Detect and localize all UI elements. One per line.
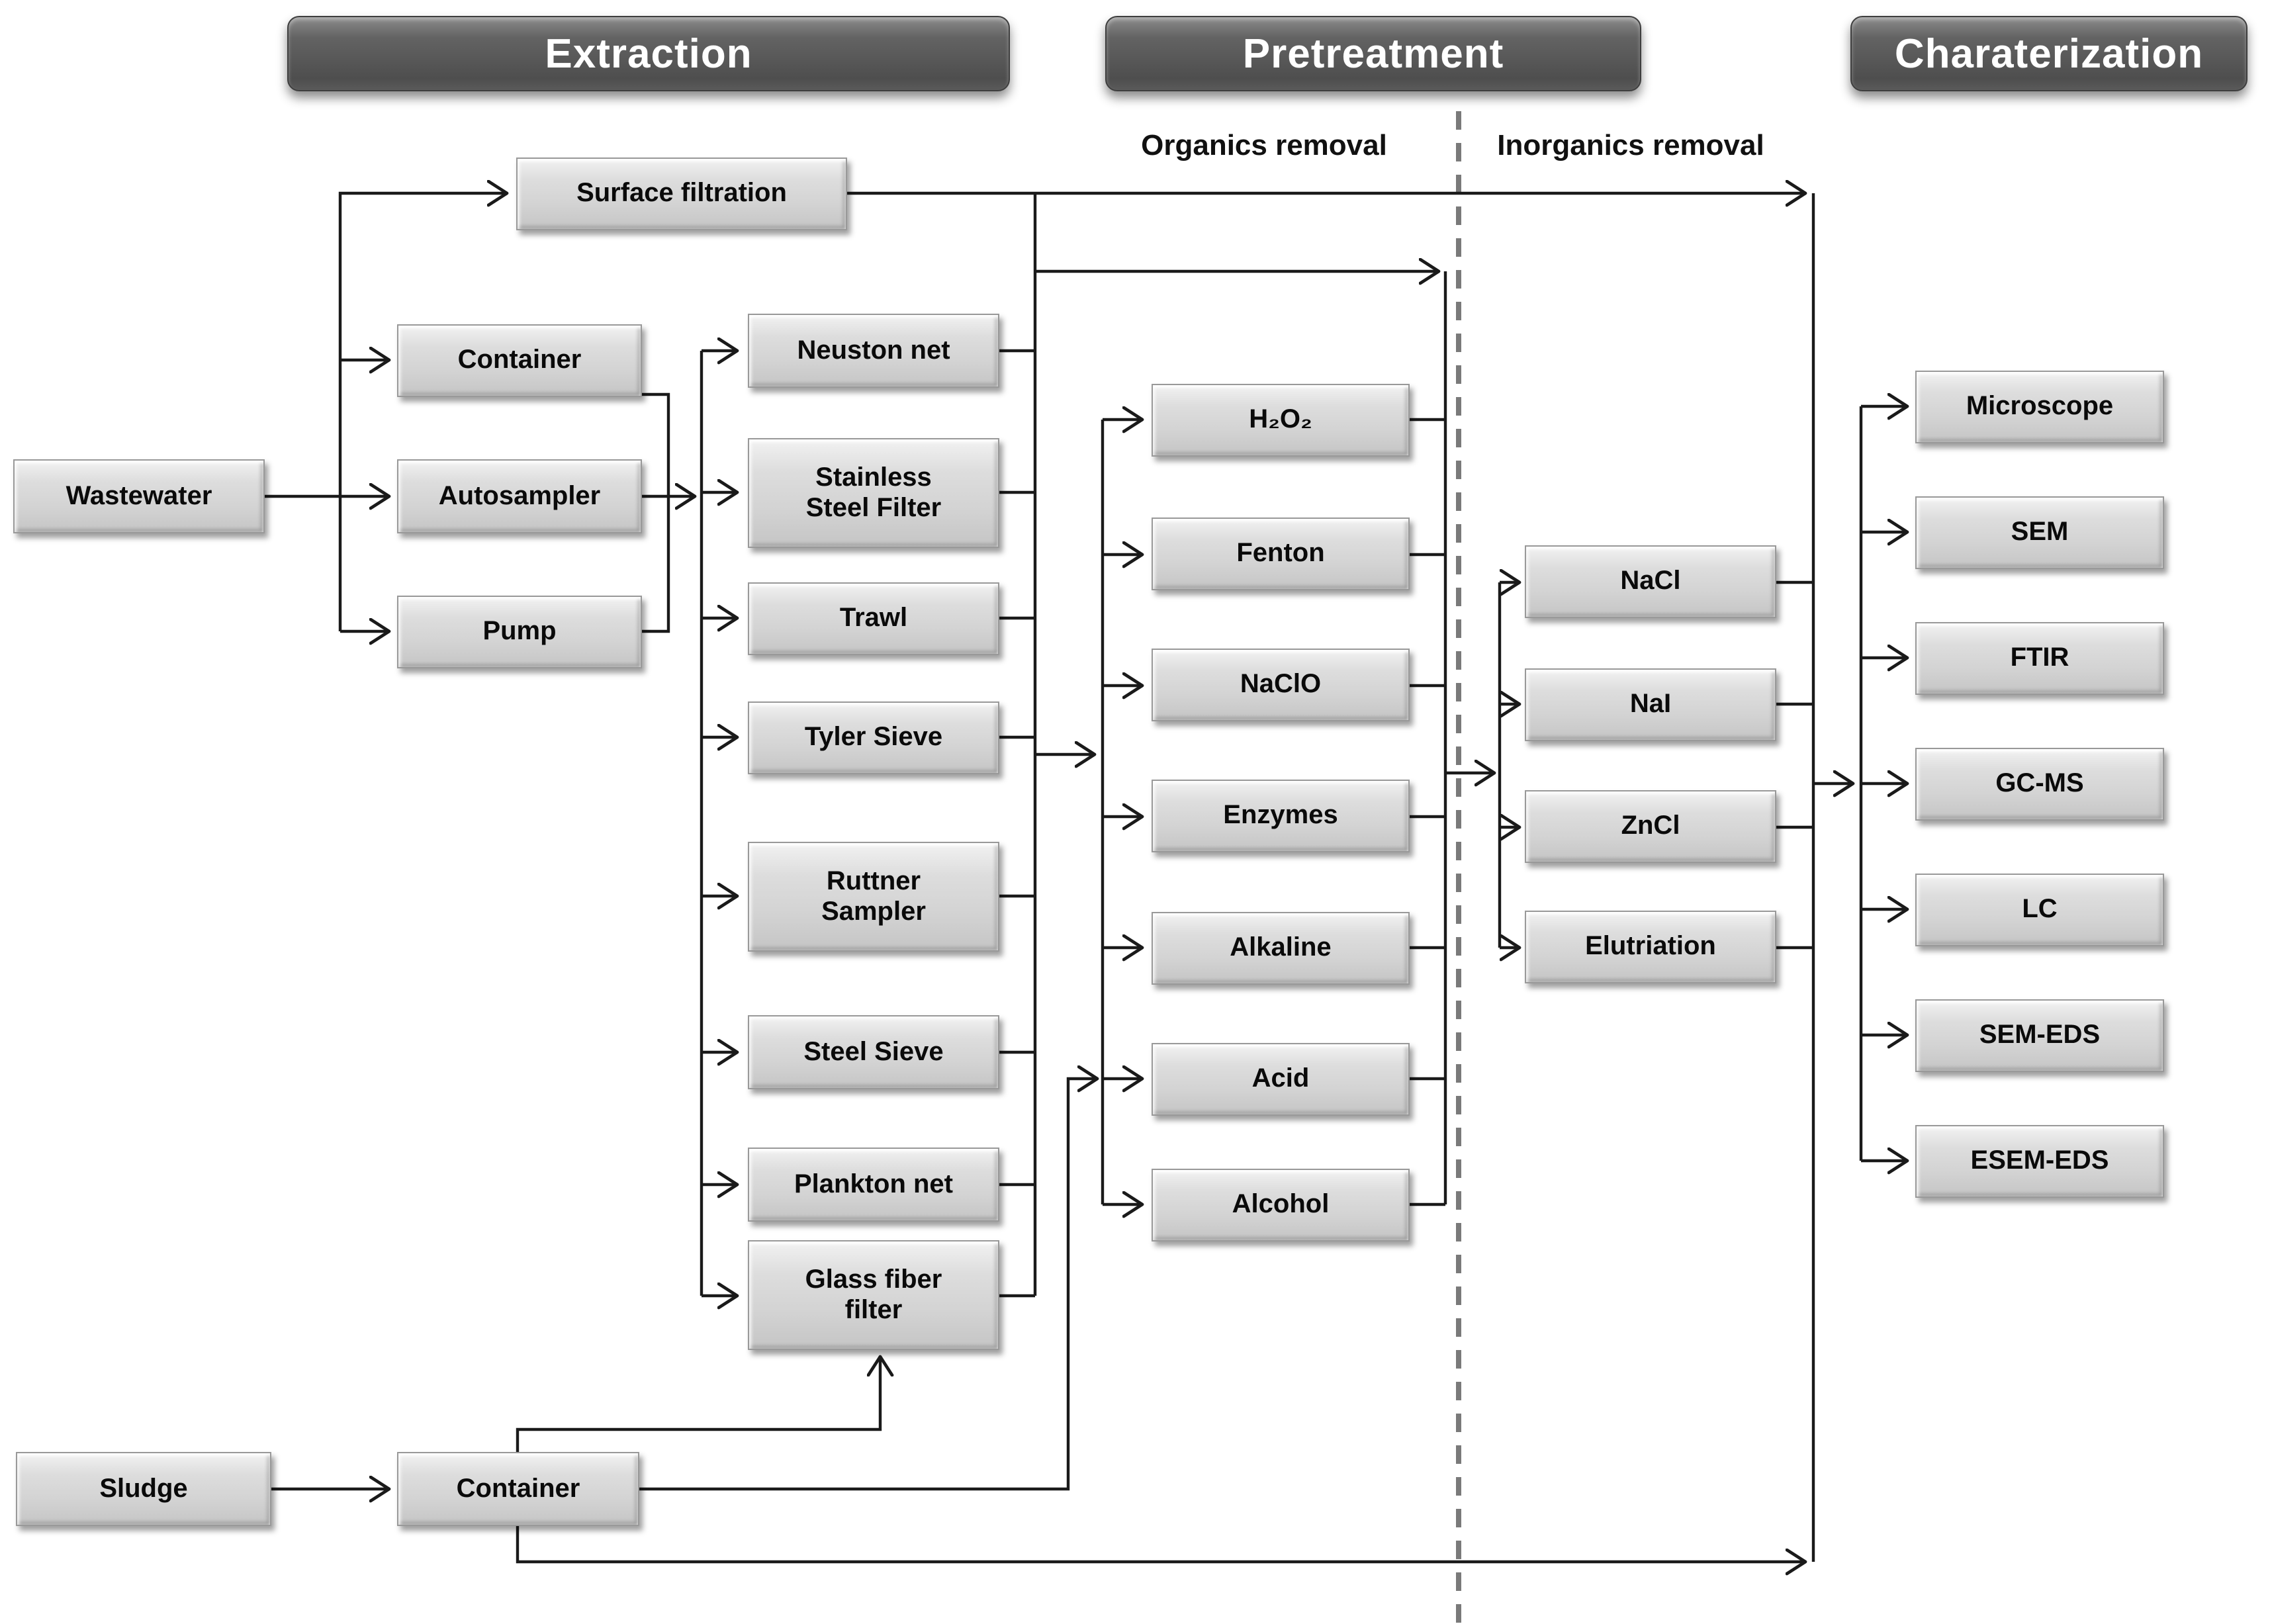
pump-box: Pump [397, 596, 642, 668]
nai-box: NaI [1525, 668, 1776, 741]
connector-sludge-container-to-glass-fiber [516, 1358, 880, 1452]
wastewater-box: Wastewater [13, 459, 265, 533]
tyler-sieve-box: Tyler Sieve [748, 701, 999, 774]
connector-branch-to-surface-filtration [338, 193, 506, 631]
neuston-net-box: Neuston net [748, 314, 999, 388]
acid-box: Acid [1152, 1043, 1410, 1116]
label-organics-removal: Organics removal [1141, 128, 1387, 161]
ftir-box: FTIR [1915, 622, 2164, 695]
autosampler-box: Autosampler [397, 459, 642, 533]
zncl-box: ZnCl [1525, 790, 1776, 863]
nacl-box: NaCl [1525, 545, 1776, 618]
glass-fiber-filter-box: Glass fiber filter [748, 1240, 999, 1350]
naclo-box: NaClO [1152, 649, 1410, 721]
alcohol-box: Alcohol [1152, 1169, 1410, 1241]
header-pretreatment: Pretreatment [1105, 16, 1641, 91]
semeds-box: SEM-EDS [1915, 999, 2164, 1072]
ruttner-sampler-box: Ruttner Sampler [748, 842, 999, 952]
sem-box: SEM [1915, 496, 2164, 569]
sludge-box: Sludge [16, 1452, 271, 1526]
lc-box: LC [1915, 874, 2164, 946]
header-extraction: Extraction [287, 16, 1010, 91]
surface-filtration-box: Surface filtration [516, 158, 847, 230]
container-box: Container [397, 324, 642, 397]
plankton-net-box: Plankton net [748, 1148, 999, 1222]
connector-sampler-merge [642, 392, 670, 633]
stainless-steel-filter-box: Stainless Steel Filter [748, 438, 999, 548]
esemeds-box: ESEM-EDS [1915, 1125, 2164, 1198]
h2o2-box: H₂O₂ [1152, 384, 1410, 457]
connector-sludge-container-to-collector [516, 1526, 1804, 1562]
steel-sieve-box: Steel Sieve [748, 1015, 999, 1089]
connector-sludge-container-to-acid [639, 1079, 1096, 1491]
enzymes-box: Enzymes [1152, 780, 1410, 852]
fenton-box: Fenton [1152, 518, 1410, 590]
microscope-box: Microscope [1915, 371, 2164, 443]
sludge-container-box: Container [397, 1452, 639, 1526]
trawl-box: Trawl [748, 582, 999, 655]
gcms-box: GC-MS [1915, 748, 2164, 821]
label-inorganics-removal: Inorganics removal [1497, 128, 1764, 161]
elutriation-box: Elutriation [1525, 911, 1776, 983]
header-charaterization: Charaterization [1850, 16, 2247, 91]
alkaline-box: Alkaline [1152, 912, 1410, 985]
